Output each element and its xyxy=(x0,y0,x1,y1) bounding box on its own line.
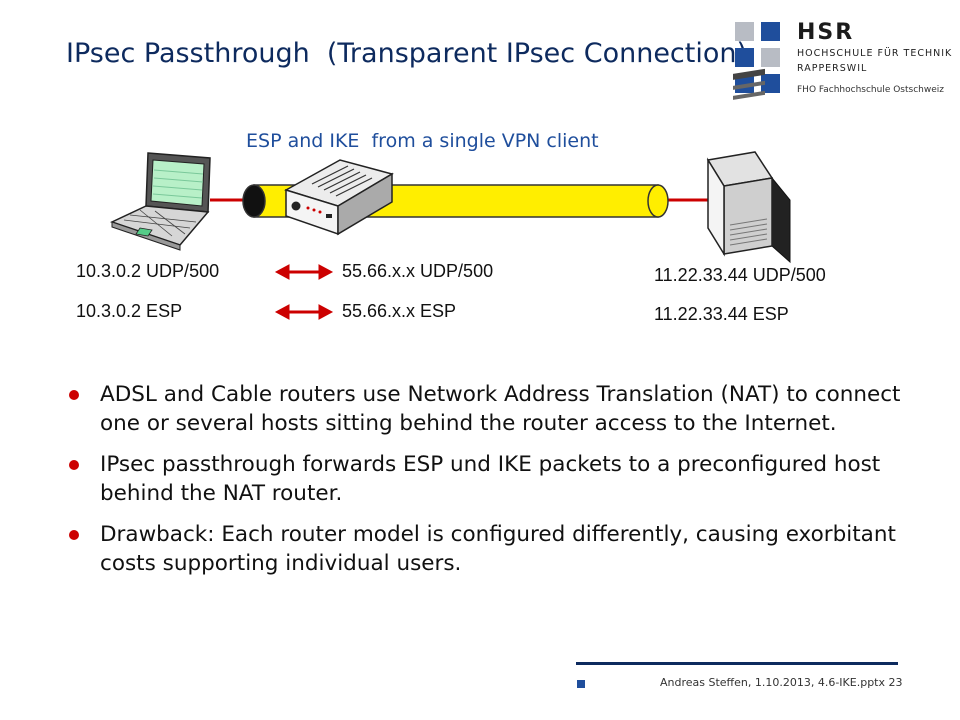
logo-name: HSR xyxy=(797,20,855,45)
laptop-icon xyxy=(109,152,211,251)
client-udp-address: 10.3.0.2 UDP/500 xyxy=(76,261,220,281)
bullet-icon xyxy=(69,460,79,470)
bullet-item: ADSL and Cable routers use Network Addre… xyxy=(62,380,922,438)
logo-square xyxy=(735,22,754,41)
bullet-item: IPsec passthrough forwards ESP und IKE p… xyxy=(62,450,922,508)
double-arrow-icon xyxy=(274,304,334,320)
footer-square-icon xyxy=(577,680,585,688)
diagram-caption: ESP and IKE from a single VPN client xyxy=(246,130,599,152)
logo-square xyxy=(761,74,780,93)
bullet-text: ADSL and Cable routers use Network Addre… xyxy=(100,382,901,436)
bullet-icon xyxy=(69,530,79,540)
nat-udp-address: 55.66.x.x UDP/500 xyxy=(342,261,494,281)
footer-text: Andreas Steffen, 1.10.2013, 4.6-IKE.pptx… xyxy=(660,676,903,689)
server-esp-address: 11.22.33.44 ESP xyxy=(654,304,789,324)
logo-line-1: HOCHSCHULE FÜR TECHNIK xyxy=(797,48,953,59)
logo-line-2: RAPPERSWIL xyxy=(797,63,868,74)
footer-rule xyxy=(576,662,898,665)
logo-line-3: FHO Fachhochschule Ostschweiz xyxy=(797,85,944,95)
server-icon xyxy=(706,68,791,264)
slide-title: IPsec Passthrough (Transparent IPsec Con… xyxy=(66,38,748,69)
client-esp-address: 10.3.0.2 ESP xyxy=(76,301,183,321)
double-arrow-icon xyxy=(274,264,334,280)
logo-square xyxy=(761,22,780,41)
router-icon xyxy=(284,159,394,236)
logo-square xyxy=(761,48,780,67)
bullet-item: Drawback: Each router model is configure… xyxy=(62,520,922,578)
bullet-list: ADSL and Cable routers use Network Addre… xyxy=(62,380,922,590)
bullet-text: IPsec passthrough forwards ESP und IKE p… xyxy=(100,452,881,506)
logo-square xyxy=(735,48,754,67)
nat-esp-address: 55.66.x.x ESP xyxy=(342,301,457,321)
server-udp-address: 11.22.33.44 UDP/500 xyxy=(654,265,826,285)
bullet-text: Drawback: Each router model is configure… xyxy=(100,522,896,576)
bullet-icon xyxy=(69,390,79,400)
